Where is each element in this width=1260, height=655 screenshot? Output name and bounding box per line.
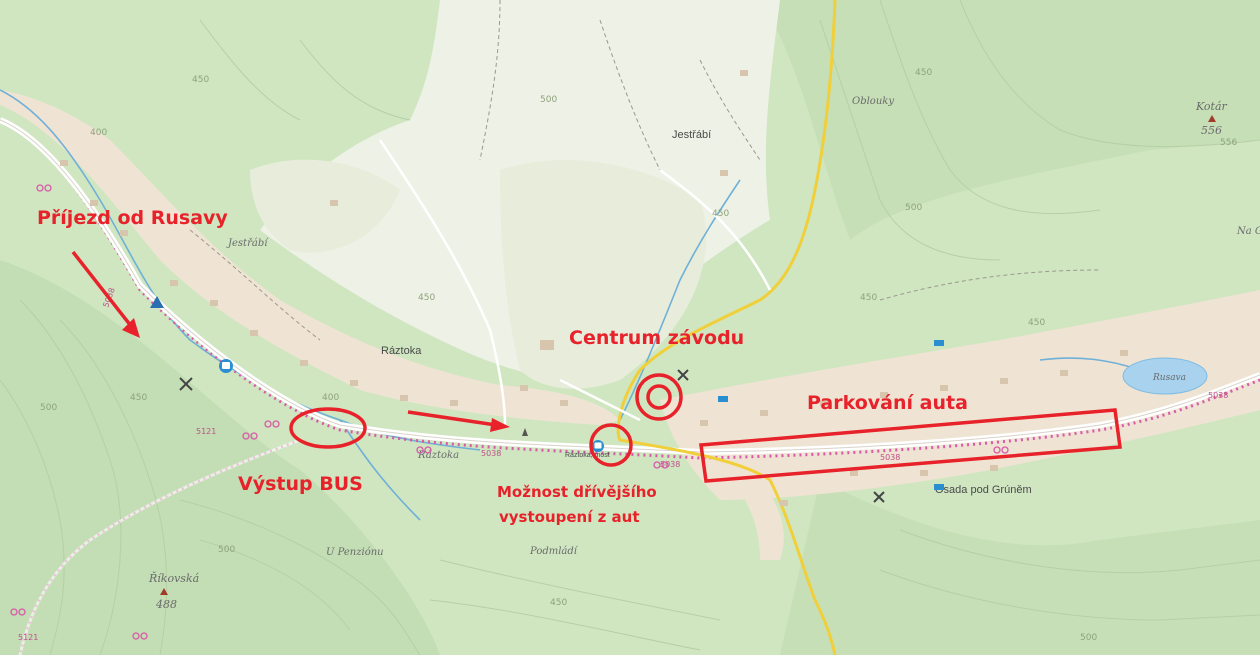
clearing-field-center bbox=[500, 160, 707, 389]
summit-rikovska-name: Říkovská bbox=[148, 571, 199, 585]
bicycle-icon bbox=[10, 184, 1009, 640]
stream-label-raztoka: Ráztoka bbox=[417, 450, 459, 461]
local-roads bbox=[378, 139, 772, 426]
bus-exit-marker[interactable] bbox=[289, 407, 367, 449]
early-exit-marker[interactable] bbox=[589, 423, 633, 467]
monument-icon bbox=[522, 428, 528, 436]
forest-slope-sw bbox=[0, 260, 440, 655]
place-label-podmladi: Podmládí bbox=[529, 546, 579, 557]
settlement-raztoka bbox=[0, 90, 620, 425]
water-icon[interactable] bbox=[934, 484, 944, 490]
place-label-osada: Osada pod Grúněm bbox=[935, 484, 1032, 496]
contour-label: 450 bbox=[712, 209, 729, 219]
contour-label: 450 bbox=[915, 68, 932, 78]
road-number-label: 5038 bbox=[1208, 391, 1228, 400]
road-number-label: 5121 bbox=[196, 427, 216, 436]
contour-label: 500 bbox=[40, 403, 57, 413]
place-label-jestrabi-forest: Jestřábí bbox=[226, 238, 269, 249]
pond-label-rusava: Rusava bbox=[1152, 373, 1186, 383]
annotation-parking-label: Parkování auta bbox=[807, 392, 968, 414]
cycle-route bbox=[0, 118, 1260, 460]
summit-kotar-elevation: 556 bbox=[1201, 124, 1222, 137]
place-label-raztoka: Ráztoka bbox=[381, 345, 422, 357]
crossed-tools-icon[interactable] bbox=[677, 369, 689, 381]
place-label-u-penzionu: U Penziónu bbox=[326, 547, 384, 558]
contour-label: 450 bbox=[860, 293, 877, 303]
arrow-raztoka bbox=[407, 410, 510, 432]
annotation-early-exit-line2: vystoupení z aut bbox=[499, 508, 640, 526]
contour-label: 400 bbox=[322, 393, 339, 403]
road-5121 bbox=[18, 438, 301, 655]
contour-label: 500 bbox=[218, 545, 235, 555]
contour-label: 500 bbox=[905, 203, 922, 213]
contour-label: 450 bbox=[192, 75, 209, 85]
road-number-label: 5038 bbox=[880, 453, 900, 462]
water-icon[interactable] bbox=[934, 340, 944, 346]
contour-label: 450 bbox=[1028, 318, 1045, 328]
settlement-south-strip bbox=[730, 470, 784, 560]
crossed-tools-icon[interactable] bbox=[873, 491, 885, 503]
annotation-arrival-label: Příjezd od Rusavy bbox=[37, 207, 228, 229]
rusava-pond bbox=[1122, 357, 1208, 395]
footpaths bbox=[189, 0, 1101, 341]
arrow-arrival bbox=[71, 250, 140, 338]
contour-label: 400 bbox=[90, 128, 107, 138]
water-icon[interactable] bbox=[718, 396, 728, 402]
crossed-tools-icon[interactable] bbox=[179, 377, 193, 391]
place-label-raztoka-most: Ráztoka, most bbox=[565, 452, 610, 459]
contour-label: 500 bbox=[540, 95, 557, 105]
main-road-edge bbox=[0, 119, 1260, 453]
road-number-label: 5038 bbox=[660, 460, 680, 469]
road-number-label: 5121 bbox=[18, 633, 38, 642]
parking-zone-marker[interactable] bbox=[699, 408, 1122, 483]
summit-icon bbox=[160, 588, 168, 595]
contour-label: 556 bbox=[1220, 138, 1237, 148]
race-center-inner-ring[interactable] bbox=[646, 384, 672, 410]
summit-kotar-name: Kotár bbox=[1195, 100, 1228, 113]
yellow-road bbox=[616, 0, 837, 655]
place-label-oblouky: Oblouky bbox=[852, 96, 894, 107]
contour-label: 450 bbox=[130, 393, 147, 403]
summit-rikovska-elevation: 488 bbox=[155, 598, 177, 611]
contour-label: 450 bbox=[418, 293, 435, 303]
annotation-race-center-label: Centrum závodu bbox=[569, 327, 744, 349]
forest-slope-se bbox=[780, 480, 1260, 655]
bus-stop-icon[interactable] bbox=[219, 359, 233, 373]
contour-label: 500 bbox=[1080, 633, 1097, 643]
clearing-field-west bbox=[250, 159, 400, 253]
road-number-label: 5038 bbox=[481, 449, 501, 458]
forest-slope-ne bbox=[760, 0, 1260, 240]
place-label-na-edge: Na G bbox=[1236, 226, 1260, 237]
summit-icon bbox=[1208, 115, 1216, 122]
annotation-bus-exit-label: Výstup BUS bbox=[238, 473, 363, 495]
race-center-outer-ring[interactable] bbox=[635, 373, 683, 421]
contour-label: 450 bbox=[550, 598, 567, 608]
place-label-jestrabi: Jestřábí bbox=[672, 129, 711, 141]
campsite-icon[interactable] bbox=[150, 296, 164, 308]
annotation-early-exit-line1: Možnost dřívějšího bbox=[497, 483, 657, 501]
bus-stop-icon[interactable] bbox=[592, 440, 604, 452]
buildings bbox=[60, 70, 1128, 506]
